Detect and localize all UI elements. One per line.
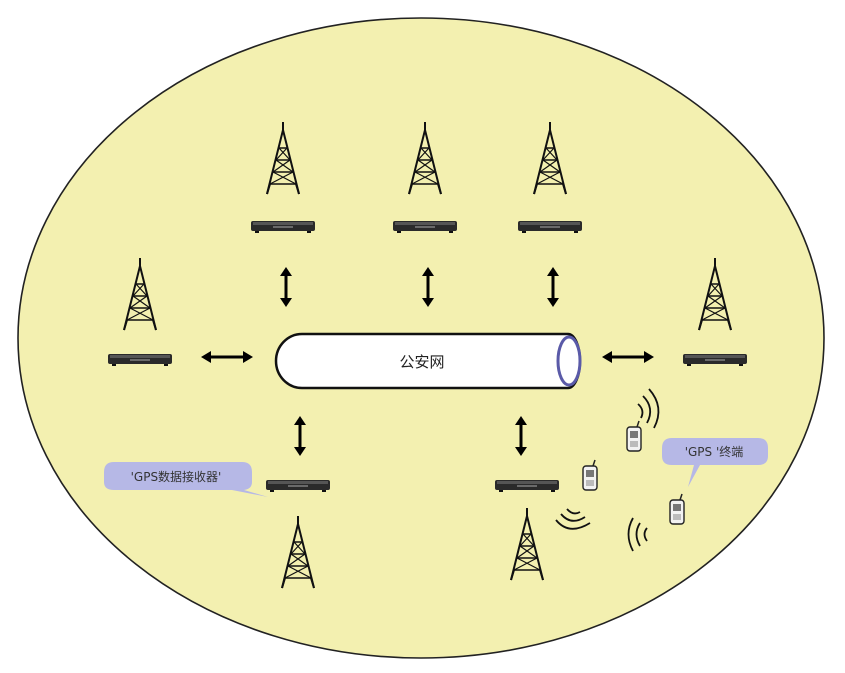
pipe-label: 公安网 <box>399 353 444 371</box>
gps-receiver-label: 'GPS数据接收器' <box>131 469 222 484</box>
public-security-network-pipe: 公安网 <box>274 332 582 390</box>
gps-receiver-callout: 'GPS数据接收器' <box>104 462 268 497</box>
pipe-end-cap <box>556 335 582 387</box>
gps-terminal-callout: 'GPS '终端 <box>662 438 768 487</box>
wireless-signal-icon <box>627 517 648 552</box>
gps-terminal-label: 'GPS '终端 <box>685 444 744 459</box>
wireless-signal-icon <box>637 388 660 429</box>
wireless-signal-icon <box>555 508 591 530</box>
